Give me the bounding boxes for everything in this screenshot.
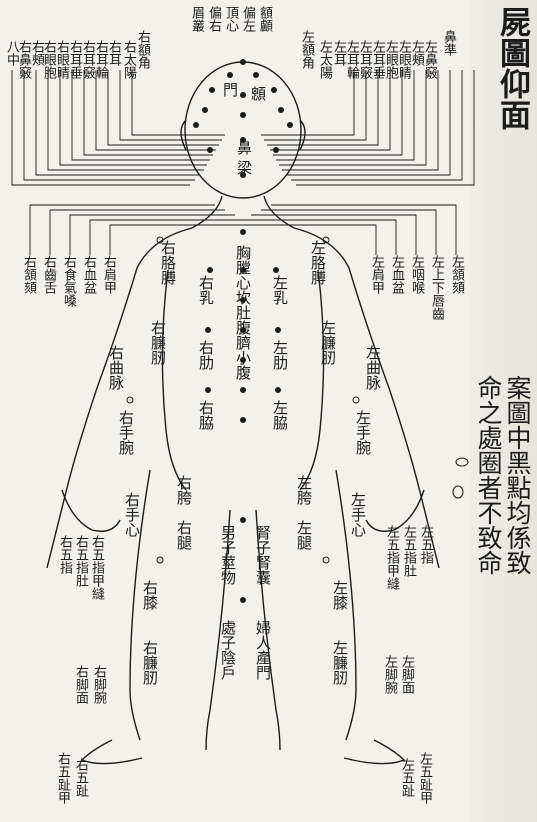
label-neck-left-0: 右頷頦 [22,255,35,294]
label-face-crown: 顖 [250,86,265,101]
label-right-rib: 右肋 [198,340,213,370]
label-right-flank: 右脇 [198,400,213,430]
right-foot [82,740,142,764]
label-male-genitals: 男子莖物 [220,525,235,585]
page-title: 屍圖仰面 [496,6,527,130]
label-left-flank: 左脇 [272,400,287,430]
left-foot [344,740,404,764]
label-neck-left-2: 右食氣嗓 [62,255,75,307]
label-right-knee: 右膝 [142,580,157,610]
label-head-top-4: 額顱 [258,6,271,32]
label-head-right-1: 左太陽 [318,40,331,79]
label-female: 婦人產門 [255,620,270,680]
label-right-fingers-0: 右五指 [58,535,71,574]
label-left-knee: 左膝 [332,580,347,610]
label-left-toes-1: 左五趾甲 [418,752,431,804]
label-neck-right-4: 左頷頦 [450,255,463,294]
label-right-foot-0: 右脚面 [74,665,87,704]
label-right-toes-0: 右五趾甲 [56,752,69,804]
label-neck-right-2: 左咽喉 [410,255,423,294]
label-right-hip: 右胯 [176,475,191,505]
right-hand [62,490,120,531]
label-neck-right-0: 左肩甲 [370,255,383,294]
label-left-foot-1: 左脚面 [400,655,413,694]
label-left-palm: 左手心 [350,492,365,537]
label-left-armpit: 左胳膊 [310,240,325,285]
label-scrotum: 腎子腎囊 [255,525,270,585]
label-left-breast: 左乳 [272,275,287,305]
label-left-rib: 左肋 [272,340,287,370]
left-torso [300,270,324,490]
label-neck-right-3: 左上下唇齒 [430,255,443,320]
label-face-fontanel: 門 [222,82,237,97]
label-head-right-0: 左額角 [300,30,313,69]
label-left-fingers-2: 左五指 [419,525,432,564]
note-column-1: 案圖中黑點均係致 [505,375,530,575]
label-head-top-0: 眉叢 [190,6,203,32]
label-left-elbow: 左曲脉 [365,345,380,390]
label-head-right-9: 左鼻竅 [423,40,436,79]
label-head-top-1: 偏右 [207,6,220,32]
label-head-left-9: 右太陽 [122,40,135,79]
label-right-shin: 右臁肕 [142,640,157,685]
label-left-arm: 左臁肕 [320,320,335,365]
label-face-bridge: 梁 [236,160,251,175]
label-neck-left-1: 右齒舌 [42,255,55,294]
label-right-fingers-1: 右五指肚 [74,535,87,587]
label-right-foot-1: 右脚腕 [92,665,105,704]
label-right-arm: 右臁肕 [150,320,165,365]
label-head-right-10: 鼻準 [442,30,455,56]
label-head-left-8: 右耳 [107,40,120,66]
label-chest-column: 胸膛心坎肚腹臍小腹 [235,245,250,380]
label-right-armpit: 右胳膊 [160,240,175,285]
label-left-toes-0: 左五趾 [400,758,413,797]
label-neck-left-4: 右肩甲 [102,255,115,294]
label-head-top-2: 頂心 [224,6,237,32]
label-head-left-10: 右額角 [136,30,149,69]
label-right-toes-1: 右五趾 [74,758,87,797]
label-neck-left-3: 右血盆 [82,255,95,294]
label-left-thigh: 左腿 [296,520,311,550]
label-right-breast: 右乳 [198,275,213,305]
label-right-fingers-2: 右五指甲縫 [90,535,103,600]
label-neck-right-1: 左血盆 [390,255,403,294]
label-right-wrist: 右手腕 [118,410,133,455]
label-head-top-3: 偏左 [241,6,254,32]
label-left-hip: 左胯 [296,475,311,505]
label-right-thigh: 右腿 [176,520,191,550]
label-left-fingers-1: 左五指肚 [402,525,415,577]
note-column-2: 命之處圈者不致命 [476,375,501,575]
label-left-foot-0: 左脚腕 [383,655,396,694]
right-torso [162,270,186,490]
label-right-palm: 右手心 [124,492,139,537]
label-left-shin: 左臁肕 [332,640,347,685]
label-right-elbow: 右曲脉 [108,345,123,390]
label-left-fingers-0: 左五指甲縫 [385,525,398,590]
label-face-nose: 鼻 [236,140,251,155]
label-left-wrist: 左手腕 [355,410,370,455]
label-virgin: 處子陰戶 [220,620,235,680]
